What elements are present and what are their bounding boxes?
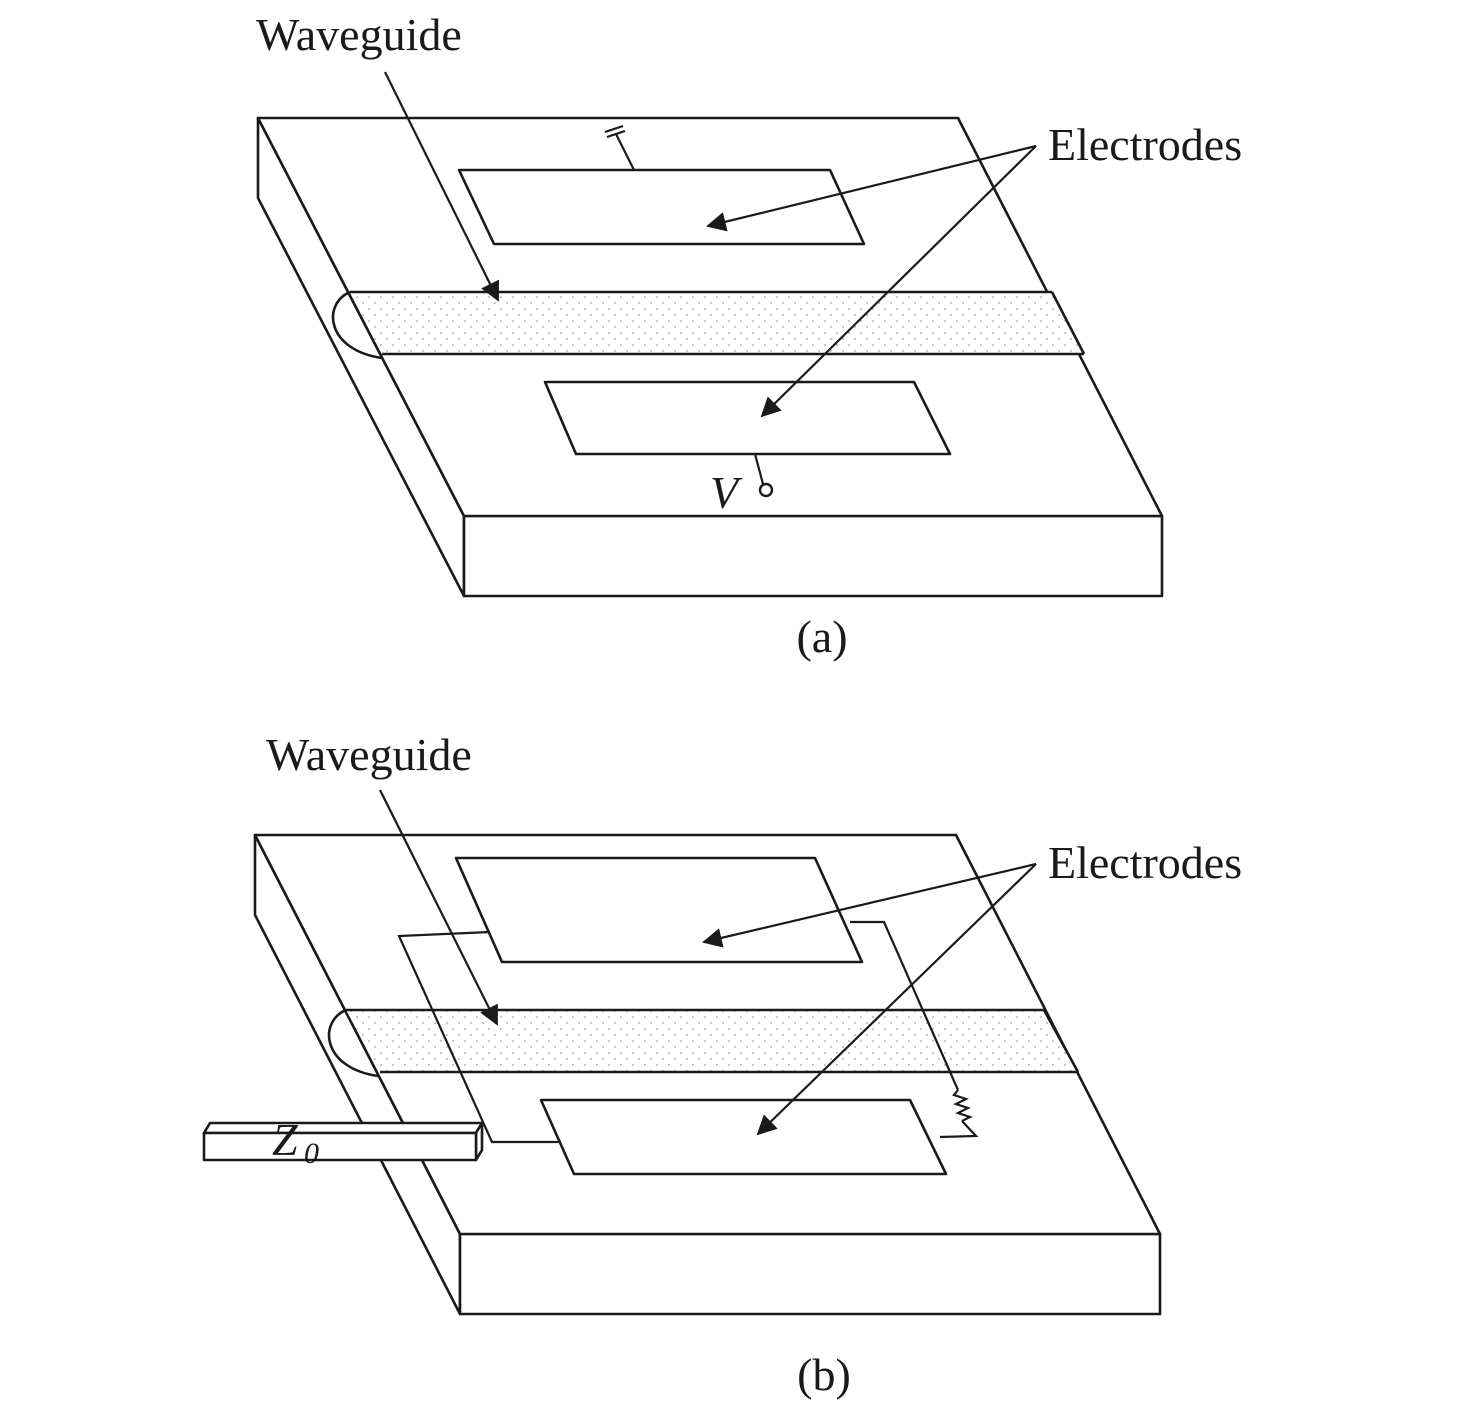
impedance-label: Z <box>272 1114 298 1165</box>
electrodes-arrow-a-bottom <box>760 145 1037 418</box>
caption-b: (b) <box>797 1349 851 1400</box>
transmission-line-z0 <box>202 1121 484 1162</box>
voltage-label: V <box>710 467 743 518</box>
panel-b: Z 0 Waveguide Electrodes (b) <box>202 729 1242 1400</box>
electrodes-label-a: Electrodes <box>1048 119 1242 170</box>
electrodes-label-b: Electrodes <box>1048 837 1242 888</box>
voltage-terminal-a <box>753 453 774 498</box>
waveguide-arrow-a <box>384 71 499 302</box>
waveguide-label-b: Waveguide <box>266 729 472 780</box>
impedance-subscript: 0 <box>304 1137 319 1170</box>
electrodes-arrow-a-top <box>706 144 1037 232</box>
substrate-b <box>253 833 1162 1316</box>
bottom-electrode-a <box>543 380 952 456</box>
caption-a: (a) <box>796 611 847 662</box>
bottom-electrode-b <box>539 1098 948 1176</box>
substrate-b-front-face <box>458 1232 1162 1316</box>
panel-a: V Waveguide Electrodes (a) <box>256 9 1242 662</box>
waveguide-label-a: Waveguide <box>256 9 462 60</box>
waveguide-a <box>331 290 1086 360</box>
top-electrode-a <box>457 168 866 246</box>
top-electrode-b <box>454 856 864 964</box>
feed-wiring-b <box>397 920 979 1144</box>
electrodes-arrow-b-top <box>702 862 1037 948</box>
waveguide-arrow-b <box>379 789 498 1026</box>
electrodes-arrow-b-bottom <box>756 863 1037 1136</box>
waveguide-b <box>327 1008 1080 1078</box>
substrate-a-front-face <box>462 514 1164 598</box>
substrate-a <box>256 116 1164 598</box>
ground-symbol-a <box>604 124 635 171</box>
